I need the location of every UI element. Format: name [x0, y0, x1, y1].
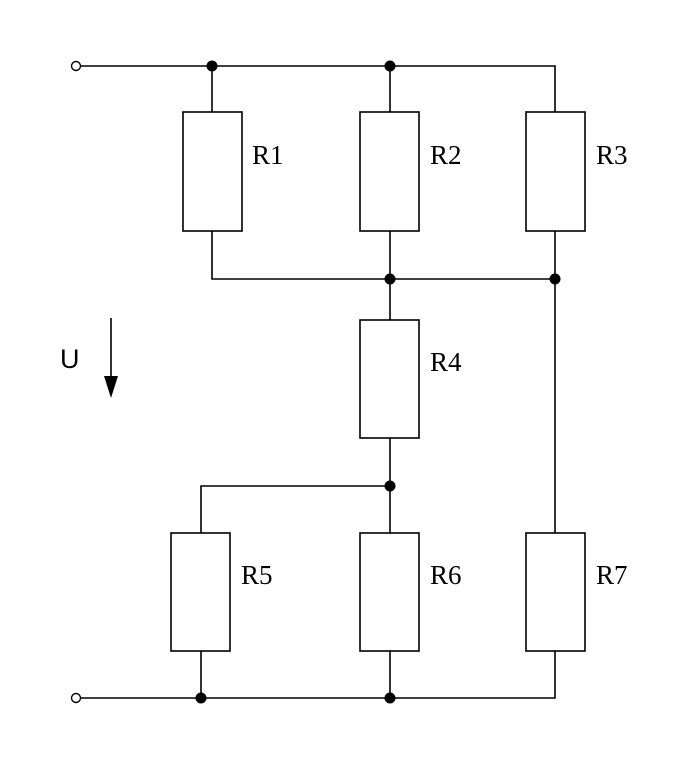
- junction-dot: [384, 60, 396, 72]
- top-terminal: [70, 60, 82, 72]
- bottom-terminal: [70, 692, 82, 704]
- label-r1: R1: [252, 140, 284, 170]
- label-r2: R2: [430, 140, 462, 170]
- r5-top-wire: [200, 485, 391, 534]
- resistor-r3: [525, 111, 586, 232]
- label-r6: R6: [430, 560, 462, 590]
- wires: [79, 65, 556, 699]
- label-r7: R7: [596, 560, 628, 590]
- resistor-r2: [359, 111, 420, 232]
- top-rail-wire: [79, 65, 556, 113]
- resistor-r4: [359, 319, 420, 439]
- junction-dot: [549, 273, 561, 285]
- terminals: [70, 60, 82, 704]
- junction-dot: [384, 480, 396, 492]
- voltage-label: U: [60, 344, 80, 374]
- resistor-r1: [182, 111, 243, 232]
- middle-rail-wire: [211, 230, 556, 280]
- resistor-r7: [525, 532, 586, 652]
- label-r3: R3: [596, 140, 628, 170]
- label-r5: R5: [241, 560, 273, 590]
- voltage-indicator: U: [60, 318, 118, 398]
- voltage-arrow-down-icon: [104, 376, 118, 398]
- resistor-r5: [170, 532, 231, 652]
- junction-nodes: [195, 60, 561, 704]
- bottom-rail-wire: [79, 650, 556, 699]
- resistors: [170, 111, 586, 652]
- resistor-labels: R1 R2 R3 R4 R5 R6 R7: [241, 140, 628, 590]
- junction-dot: [384, 273, 396, 285]
- label-r4: R4: [430, 347, 462, 377]
- junction-dot: [206, 60, 218, 72]
- resistor-r6: [359, 532, 420, 652]
- junction-dot: [195, 692, 207, 704]
- junction-dot: [384, 692, 396, 704]
